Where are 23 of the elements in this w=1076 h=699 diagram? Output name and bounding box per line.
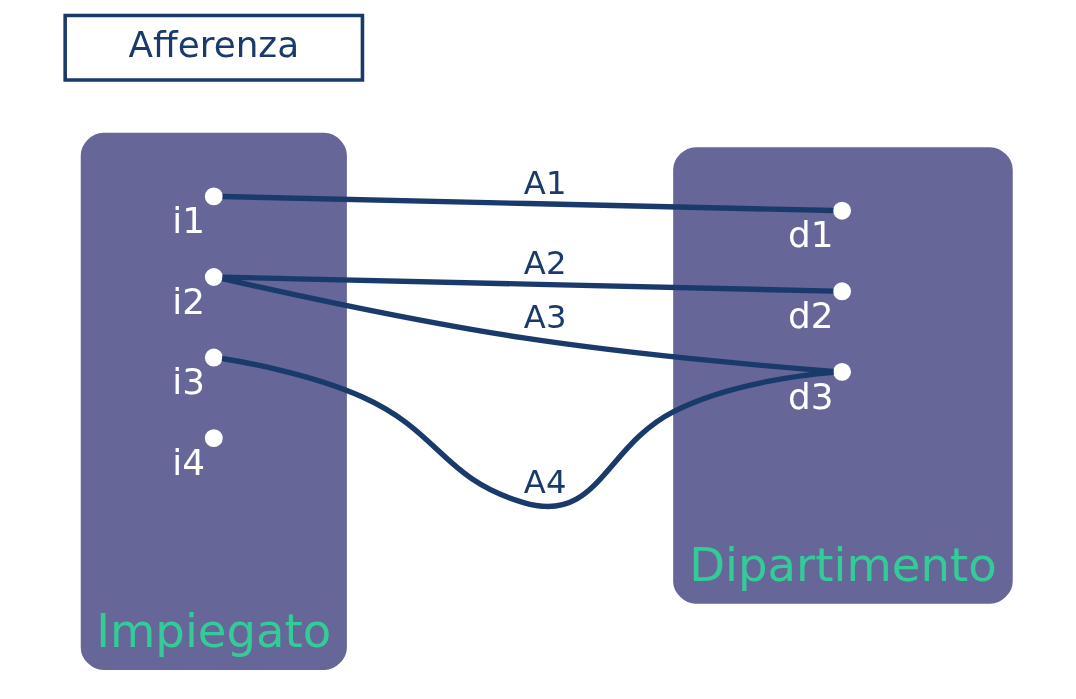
edge-label: A1 xyxy=(523,163,566,202)
node-circle xyxy=(204,348,223,367)
node-circle xyxy=(832,282,851,301)
node-circle xyxy=(832,362,851,381)
node-circle xyxy=(832,201,851,220)
node-box: Afferenza xyxy=(62,13,364,82)
node-circle xyxy=(204,268,223,286)
node-label: i2 xyxy=(171,280,205,322)
node-label: d1 xyxy=(787,214,833,256)
node-label: i4 xyxy=(171,441,205,483)
connector xyxy=(221,355,834,509)
connector xyxy=(222,274,833,294)
edge-label: A4 xyxy=(523,462,566,501)
node-label: i1 xyxy=(171,200,205,242)
node-circle xyxy=(204,187,223,206)
node-label: i3 xyxy=(171,361,205,403)
edge-label: A2 xyxy=(523,244,566,283)
connector xyxy=(221,275,834,375)
edge-label: A3 xyxy=(523,297,566,336)
connector xyxy=(222,193,833,214)
node-label: d2 xyxy=(787,295,833,337)
node-label: d3 xyxy=(787,375,833,417)
node-circle xyxy=(204,429,223,448)
